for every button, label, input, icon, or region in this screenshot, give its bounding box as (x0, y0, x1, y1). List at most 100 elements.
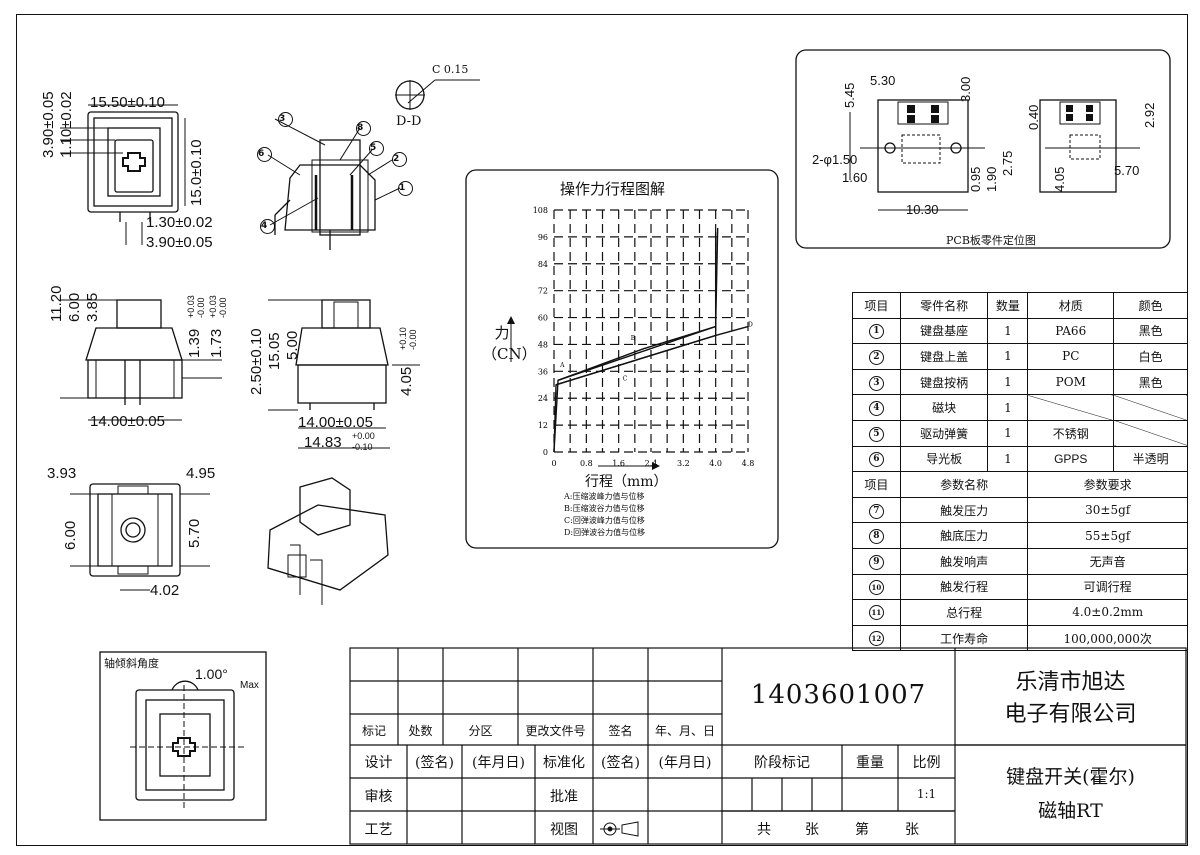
part-no: 1 (868, 324, 884, 340)
y-tick-label: 12 (538, 421, 548, 430)
drawing-frame (16, 14, 1188, 846)
dim-14-00b: 14.00±0.05 (298, 414, 373, 431)
param-row: 9 触发响声 无声音 (852, 547, 1188, 575)
callout-8: 8 (356, 121, 371, 136)
row-approve: 批准 (550, 789, 578, 805)
y-tick-label: 96 (538, 233, 548, 242)
x-tick-label: 1.6 (612, 459, 625, 468)
rev-hdr-sign: 签名 (608, 724, 633, 738)
param-value: 无声音 (1027, 547, 1188, 575)
part-row: 6 导光板 1 GPPS 半透明 (852, 445, 1188, 473)
row-craft: 工艺 (364, 822, 393, 838)
part-no: 5 (868, 426, 884, 442)
row-standard-date: (年月日) (658, 755, 712, 771)
hdr-qty: 数量 (987, 292, 1029, 319)
x-tick-label: 2.4 (645, 459, 658, 468)
pcb-drawing (795, 49, 1171, 249)
y-tick-label: 24 (538, 394, 548, 403)
sheets-total-label: 共 (757, 822, 771, 838)
point-label-c: C (623, 375, 628, 382)
pcb-dim-10-30: 10.30 (906, 202, 939, 217)
series-line-a (553, 227, 719, 453)
callout-4: 4 (260, 219, 275, 234)
bottom-view-drawing (70, 483, 210, 591)
scale-value: 1:1 (916, 787, 937, 801)
part-color: 黑色 (1113, 317, 1188, 345)
param-no: 8 (868, 529, 884, 545)
row-standard-sign: (签名) (601, 755, 640, 771)
y-tick-label: 72 (538, 287, 548, 296)
callout-6: 6 (257, 147, 272, 162)
row-design-sign: (签名) (415, 755, 454, 771)
param-header-row: 项目 参数名称 参数要求 (852, 471, 1188, 498)
hdr-color: 颜色 (1113, 292, 1188, 319)
section-drawing (267, 79, 480, 250)
legend-d: D:回弹波谷力值与位移 (564, 528, 646, 537)
y-tick-label: 36 (538, 367, 548, 376)
tilt-title: 轴倾斜角度 (104, 657, 159, 670)
callout-1: 1 (398, 181, 413, 196)
x-tick-label: 4.0 (709, 459, 722, 468)
legend-c: C:回弹波峰力值与位移 (564, 516, 645, 525)
dim-3-90b: 3.90±0.05 (146, 234, 213, 251)
part-color: 半透明 (1113, 445, 1188, 473)
param-name: 工作寿命 (899, 624, 1029, 652)
param-row: 12 工作寿命 100,000,000次 (852, 624, 1188, 652)
part-no: 3 (868, 375, 884, 391)
param-name: 触发压力 (899, 496, 1029, 524)
x-tick-label: 0.8 (580, 459, 593, 468)
tilt-suffix: Max (240, 680, 259, 691)
dim-3-93: 3.93 (47, 465, 77, 482)
scale-label: 比例 (912, 755, 941, 771)
tol-14-83-up: +0.00 (352, 431, 375, 441)
param-no: 11 (868, 605, 884, 621)
side-view-right-drawing (268, 299, 420, 449)
x-tick-label: 4.8 (742, 459, 755, 468)
callout-2: 2 (392, 152, 407, 167)
chart-frame (465, 169, 779, 549)
rev-hdr-mark: 标记 (361, 724, 386, 738)
point-label-a: A (559, 362, 565, 369)
chart-legend: A:压缩波峰力值与位移 B:压缩波谷力值与位移 C:回弹波峰力值与位移 D:回弹… (564, 491, 645, 539)
param-value: 4.0±0.2mm (1027, 599, 1188, 626)
weight-label: 重量 (856, 755, 884, 771)
part-row: 5 驱动弹簧 1 不锈钢 (852, 419, 1188, 447)
row-design: 设计 (364, 755, 393, 771)
part-row: 4 磁块 1 (852, 394, 1188, 421)
isometric-drawing (267, 477, 389, 605)
pcb-dim-5-70: 5.70 (1114, 163, 1140, 178)
param-row: 7 触发压力 30±5gf (852, 496, 1188, 524)
param-no: 9 (868, 554, 884, 570)
dim-1-30: 1.30±0.02 (146, 214, 213, 231)
chart-title: 操作力行程图解 (560, 180, 666, 198)
row-review: 审核 (364, 789, 393, 805)
legend-a: A:压缩波峰力值与位移 (564, 492, 645, 501)
phdr-item: 项目 (852, 471, 901, 498)
part-name: 键盘基座 (899, 317, 989, 345)
section-view-label: D-D (396, 114, 422, 129)
param-name: 触底压力 (899, 522, 1029, 549)
phdr-name: 参数名称 (899, 471, 1029, 498)
y-tick-label: 84 (538, 260, 548, 269)
part-material-empty (1027, 394, 1115, 421)
param-value: 100,000,000次 (1027, 624, 1188, 652)
y-axis-arrowhead (507, 316, 515, 324)
row-design-date: (年月日) (472, 755, 525, 771)
callout-5: 5 (369, 141, 384, 156)
company-line1: 乐清市旭达 (1015, 670, 1126, 695)
part-row: 2 键盘上盖 1 PC 白色 (852, 343, 1188, 370)
sheet-no-label: 第 (855, 822, 869, 838)
product-line2: 磁轴RT (1038, 800, 1103, 822)
param-value: 55±5gf (1027, 522, 1188, 549)
param-row: 11 总行程 4.0±0.2mm (852, 599, 1188, 626)
part-name: 导光板 (899, 445, 989, 473)
part-no: 6 (868, 452, 884, 468)
part-material: 不锈钢 (1027, 419, 1115, 447)
dim-4-95: 4.95 (186, 465, 216, 482)
top-view-drawing (60, 104, 186, 245)
rev-hdr-zone: 分区 (468, 724, 493, 738)
stage-label: 阶段标记 (754, 755, 810, 771)
